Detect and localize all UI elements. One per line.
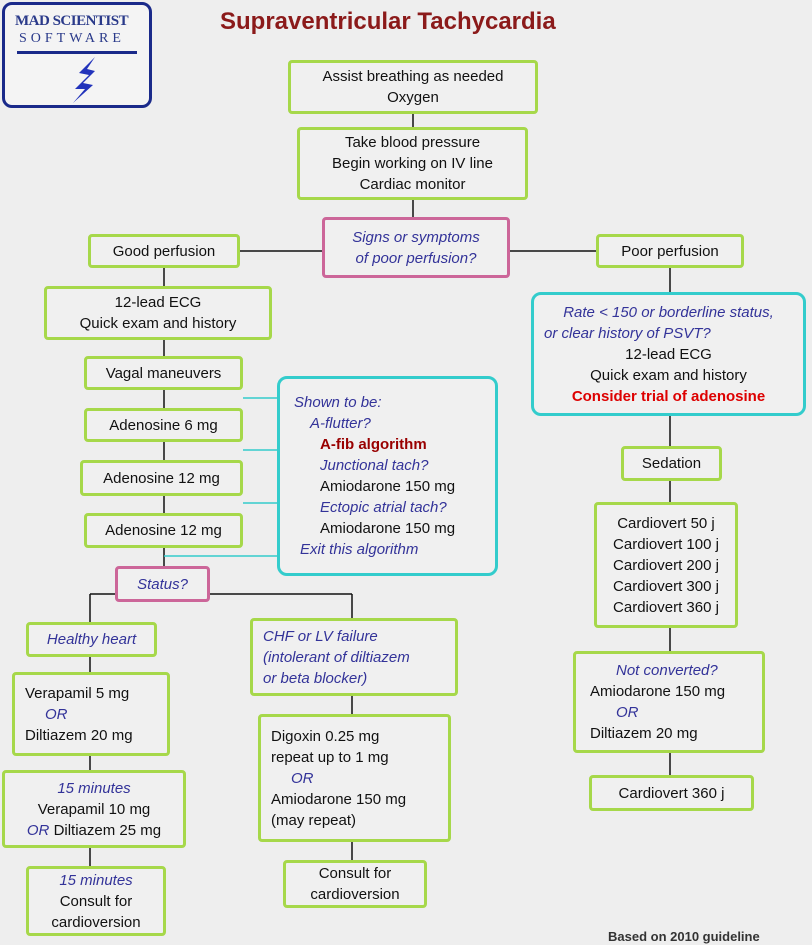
text: or beta blocker) (263, 669, 368, 687)
text: (may repeat) (271, 811, 357, 829)
text: Cardiac monitor (359, 176, 466, 193)
lightning-bolt-icon (73, 57, 95, 103)
text: Consider trial of adenosine (571, 387, 766, 405)
cardiovert-box: Cardiovert 50 j Cardiovert 100 j Cardiover… (594, 502, 738, 628)
text: Take blood pressure (344, 134, 481, 151)
ecg-box: 12-lead ECG Quick exam and history (44, 286, 272, 340)
text: 12-lead ECG (625, 345, 712, 363)
text: Diltiazem 20 mg (590, 725, 698, 742)
text: Diltiazem 25 mg (53, 821, 162, 839)
signs-question-box: Signs or symptoms of poor perfusion? (322, 217, 510, 278)
text: 15 minutes (59, 871, 133, 889)
shown-to-be-box: Shown to be: A-flutter? A-fib algorithm … (277, 376, 498, 576)
text: A-flutter? (310, 415, 371, 432)
text: Cardiovert 360 j (613, 598, 719, 616)
text: Status? (137, 575, 188, 593)
text: Adenosine 6 mg (109, 416, 218, 434)
text: Quick exam and history (590, 366, 747, 384)
text: Rate < 150 or borderline status, (563, 303, 774, 321)
adenosine-12-second-box: Adenosine 12 mg (84, 513, 243, 548)
text: Verapamil 10 mg (37, 800, 151, 818)
text: Cardiovert 100 j (613, 535, 719, 553)
text: of poor perfusion? (355, 249, 477, 267)
vagal-box: Vagal maneuvers (84, 356, 243, 390)
text: (intolerant of diltiazem (263, 648, 410, 666)
not-converted-box: Not converted? Amiodarone 150 mg OR Diltiaz… (573, 651, 765, 753)
text: Shown to be: (294, 394, 382, 411)
logo-line1: MAD SCIENTIST (15, 13, 129, 29)
text: Oxygen (387, 89, 439, 106)
chf-box: CHF or LV failure (intolerant of diltiaze… (250, 618, 458, 696)
adenosine-12-box: Adenosine 12 mg (80, 460, 243, 496)
text: Amiodarone 150 mg (590, 683, 726, 700)
text: Exit this algorithm (300, 541, 419, 558)
text: 12-lead ECG (114, 294, 202, 311)
text: Consult for (59, 892, 133, 910)
text: Cardiovert 300 j (613, 577, 719, 595)
sedation-box: Sedation (621, 446, 722, 481)
footer-note: Based on 2010 guideline (608, 929, 760, 944)
text: Junctional tach? (320, 457, 429, 474)
text: cardioversion (310, 886, 400, 903)
text: Signs or symptoms (352, 228, 480, 246)
text: Cardiovert 360 j (618, 784, 725, 802)
adenosine-6-box: Adenosine 6 mg (84, 408, 243, 442)
text: Cardiovert 50 j (617, 514, 715, 532)
text: Digoxin 0.25 mg (271, 727, 380, 745)
rate-box: Rate < 150 or borderline status, or clear… (531, 292, 806, 416)
healthy-heart-box: Healthy heart (26, 622, 157, 657)
status-box: Status? (115, 566, 210, 602)
text: Poor perfusion (621, 242, 719, 260)
digoxin-box: Digoxin 0.25 mg repeat up to 1 mg OR Amioda… (258, 714, 451, 842)
text: Vagal maneuvers (105, 364, 222, 382)
text: Amiodarone 150 mg (320, 520, 456, 537)
text: Healthy heart (46, 631, 137, 648)
text: cardioversion (51, 913, 141, 931)
text: Ectopic atrial tach? (320, 499, 447, 516)
cardiovert-360-box: Cardiovert 360 j (589, 775, 754, 811)
consult-cardioversion-box: Consult for cardioversion (283, 860, 427, 908)
good-perfusion-box: Good perfusion (88, 234, 240, 268)
verapamil-box: Verapamil 5 mg OR Diltiazem 20 mg (12, 672, 170, 756)
text: A-fib algorithm (320, 436, 427, 453)
text: Diltiazem 20 mg (25, 726, 133, 744)
text: Consult for (318, 865, 392, 882)
logo-line2: SOFTWARE (19, 31, 125, 46)
poor-perfusion-box: Poor perfusion (596, 234, 744, 268)
text: Amiodarone 150 mg (320, 478, 456, 495)
text: OR (45, 705, 68, 723)
text: Amiodarone 150 mg (271, 790, 407, 808)
text: Sedation (641, 455, 702, 472)
text: Begin working on IV line (332, 155, 493, 172)
page-title: Supraventricular Tachycardia (220, 8, 556, 35)
text: Adenosine 12 mg (105, 522, 222, 539)
text: OR (291, 769, 314, 787)
text: Verapamil 5 mg (25, 684, 130, 702)
text: Quick exam and history (79, 315, 237, 332)
text: repeat up to 1 mg (271, 748, 389, 766)
text: OR (26, 821, 50, 839)
text: Cardiovert 200 j (613, 556, 719, 574)
text: Adenosine 12 mg (103, 469, 220, 487)
text: CHF or LV failure (263, 627, 378, 645)
text: 15 minutes (57, 779, 131, 797)
mad-scientist-logo: MAD SCIENTIST SOFTWARE (2, 2, 152, 108)
text: Not converted? (616, 662, 718, 679)
text: OR (616, 704, 639, 721)
text: Assist breathing as needed (322, 68, 504, 85)
text: Good perfusion (112, 242, 216, 260)
text: or clear history of PSVT? (544, 324, 711, 342)
